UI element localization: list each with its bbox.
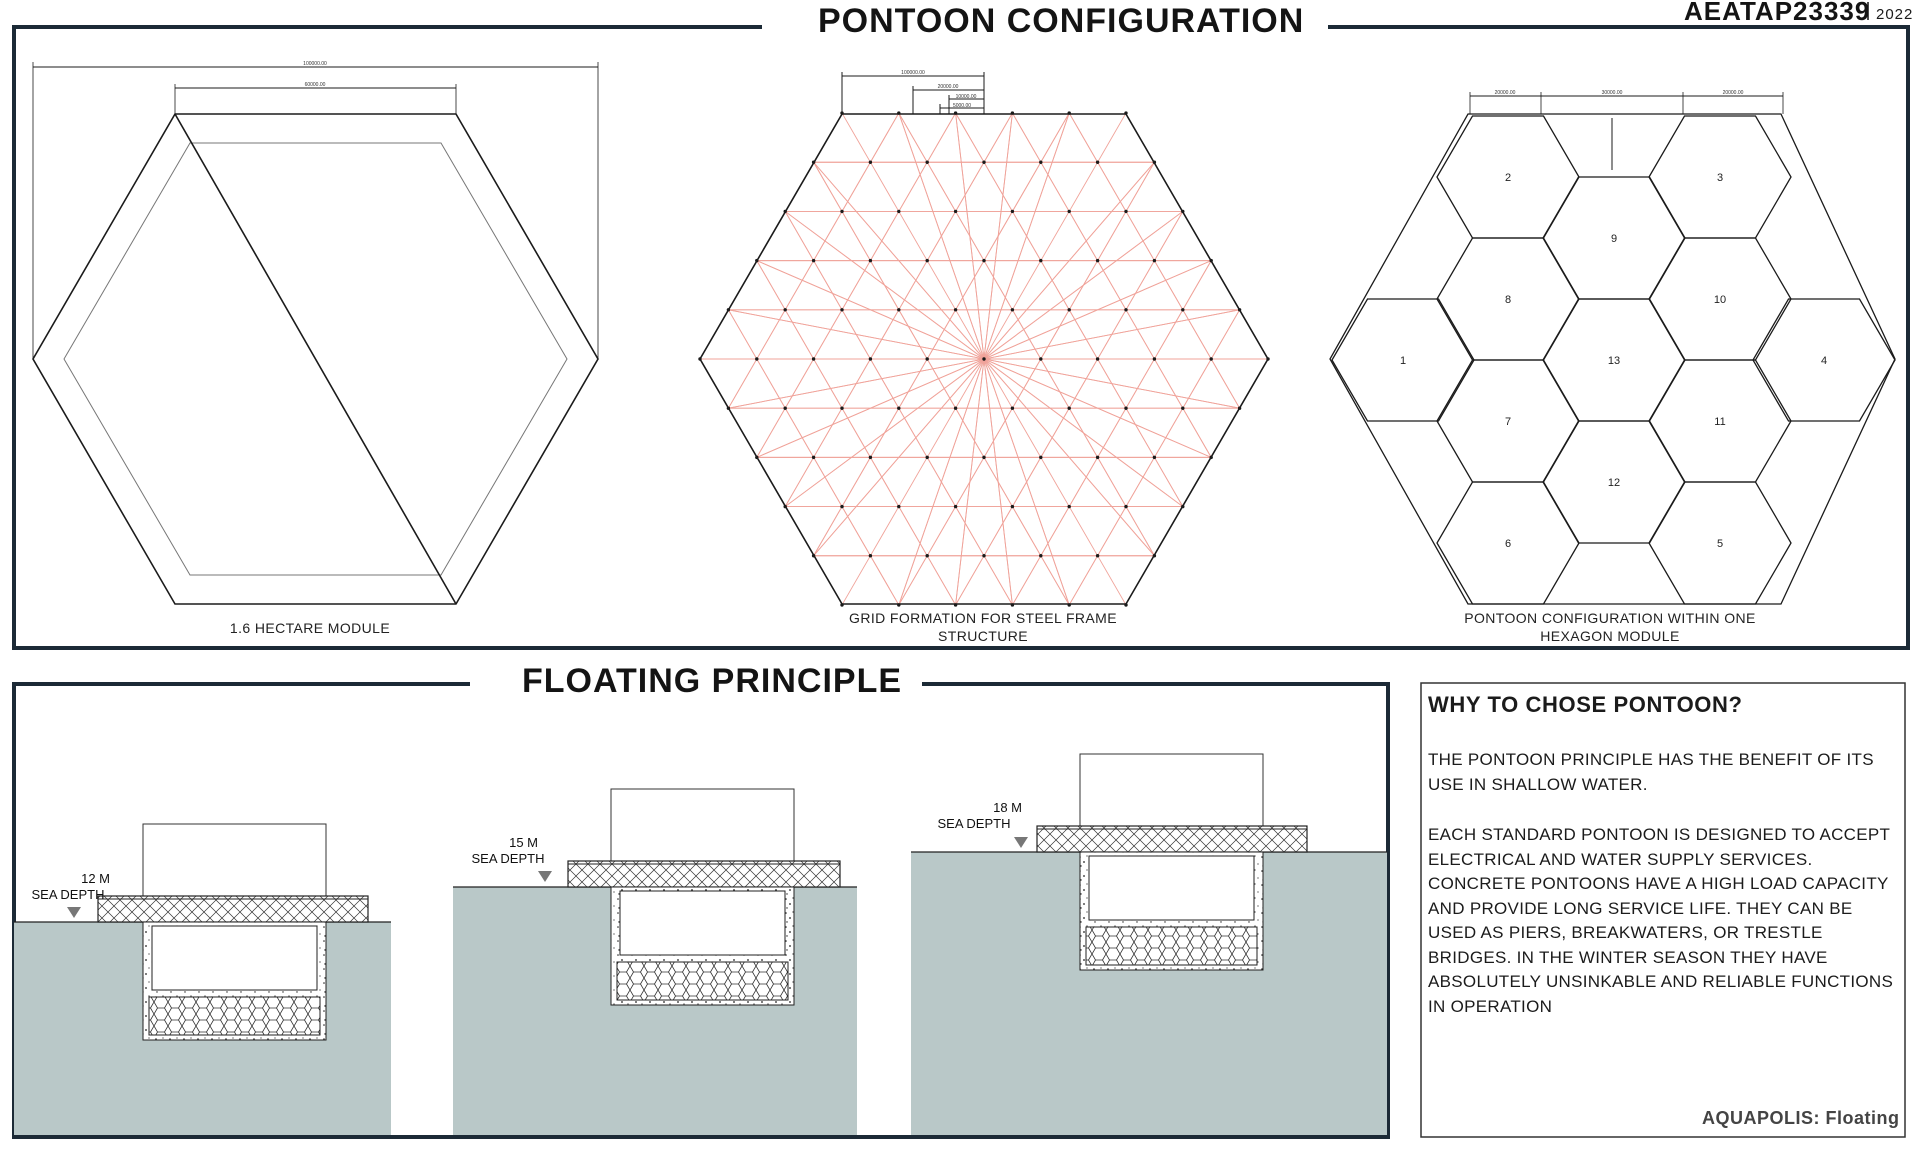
depth-label-15m: 15 M SEA DEPTH <box>468 835 548 867</box>
pontoon-module-number: 9 <box>1611 233 1617 245</box>
project-footer-title: AQUAPOLIS: Floating H <box>1702 1108 1906 1128</box>
why-pontoon-heading: WHY TO CHOSE PONTOON? <box>1428 692 1743 717</box>
project-code: AEATAP23339 <box>1684 0 1871 26</box>
caption-grid-line-1: GRID FORMATION FOR STEEL FRAME <box>849 610 1117 626</box>
svg-text:20000.00: 20000.00 <box>1495 90 1516 96</box>
pontoon-module-number: 12 <box>1608 477 1620 489</box>
hectare-module-drawing: 100000.00 60000.00 <box>32 61 599 605</box>
pontoon-module-number: 7 <box>1505 416 1511 428</box>
caption-pontoon-line-1: PONTOON CONFIGURATION WITHIN ONE <box>1464 610 1756 626</box>
why-pontoon-paragraph-2: EACH STANDARD PONTOON IS DESIGNED TO ACC… <box>1428 825 1894 1016</box>
why-box-border <box>1420 682 1906 1138</box>
svg-text:100000.00: 100000.00 <box>303 61 327 67</box>
pontoon-module-number: 3 <box>1717 172 1723 184</box>
why-pontoon-paragraph-1: THE PONTOON PRINCIPLE HAS THE BENEFIT OF… <box>1428 750 1874 794</box>
floating-principle-title: FLOATING PRINCIPLE <box>522 662 903 700</box>
pontoon-hex-cell <box>1331 298 1475 422</box>
pontoon-module-number: 2 <box>1505 172 1511 184</box>
steel-grid-drawing: 100000.00 20000.00 10000.00 5000.00 <box>698 70 1270 607</box>
caption-pontoon-configuration: PONTOON CONFIGURATION WITHIN ONE HEXAGON… <box>1430 609 1790 645</box>
svg-text:60000.00: 60000.00 <box>305 82 326 88</box>
caption-hectare-module: 1.6 HECTARE MODULE <box>229 620 391 636</box>
pontoon-module-number: 8 <box>1505 294 1511 306</box>
depth-label-12m: 12 M SEA DEPTH <box>32 871 120 903</box>
pontoon-module-number: 6 <box>1505 538 1511 550</box>
section-15m <box>453 788 857 1135</box>
why-pontoon-panel: WHY TO CHOSE PONTOON? THE PONTOON PRINCI… <box>1428 692 1900 1019</box>
svg-text:20000.00: 20000.00 <box>938 84 959 90</box>
pontoon-module-number: 1 <box>1400 355 1406 367</box>
svg-text:5000.00: 5000.00 <box>953 103 971 109</box>
depth-caption-18m: SEA DEPTH <box>937 816 1011 831</box>
svg-text:10000.00: 10000.00 <box>956 94 977 100</box>
section-18m <box>911 753 1387 1135</box>
svg-text:100000.00: 100000.00 <box>901 70 925 76</box>
pontoon-module-number: 11 <box>1714 416 1725 428</box>
pontoon-configuration-drawings: 100000.00 60000.00 100000.00 20000.00 10… <box>32 61 1896 607</box>
depth-caption-15m: SEA DEPTH <box>471 851 545 866</box>
depth-value-15m: 15 M <box>509 835 538 850</box>
svg-text:30000.00: 30000.00 <box>1602 90 1623 96</box>
section-12m <box>14 823 391 1135</box>
pontoon-hex-cell <box>1542 298 1686 422</box>
depth-label-18m: 18 M SEA DEPTH <box>938 800 1024 832</box>
svg-text:20000.00: 20000.00 <box>1723 90 1744 96</box>
caption-pontoon-line-2: HEXAGON MODULE <box>1540 628 1680 644</box>
caption-grid-formation: GRID FORMATION FOR STEEL FRAME STRUCTURE <box>820 609 1146 645</box>
pontoon-module-number: 13 <box>1608 355 1620 367</box>
page-title: PONTOON CONFIGURATION <box>818 2 1305 40</box>
pontoon-module-number: 10 <box>1714 294 1726 306</box>
caption-grid-line-2: STRUCTURE <box>938 628 1028 644</box>
pontoon-cluster-drawing: 20000.00 30000.00 20000.00 <box>1329 90 1896 605</box>
depth-caption-12m: SEA DEPTH <box>31 887 105 902</box>
pontoon-module-number: 5 <box>1717 538 1723 550</box>
depth-value-12m: 12 M <box>81 871 110 886</box>
depth-value-18m: 18 M <box>993 800 1022 815</box>
pontoon-module-number: 4 <box>1821 355 1827 367</box>
project-year: 2022 <box>1876 6 1914 23</box>
